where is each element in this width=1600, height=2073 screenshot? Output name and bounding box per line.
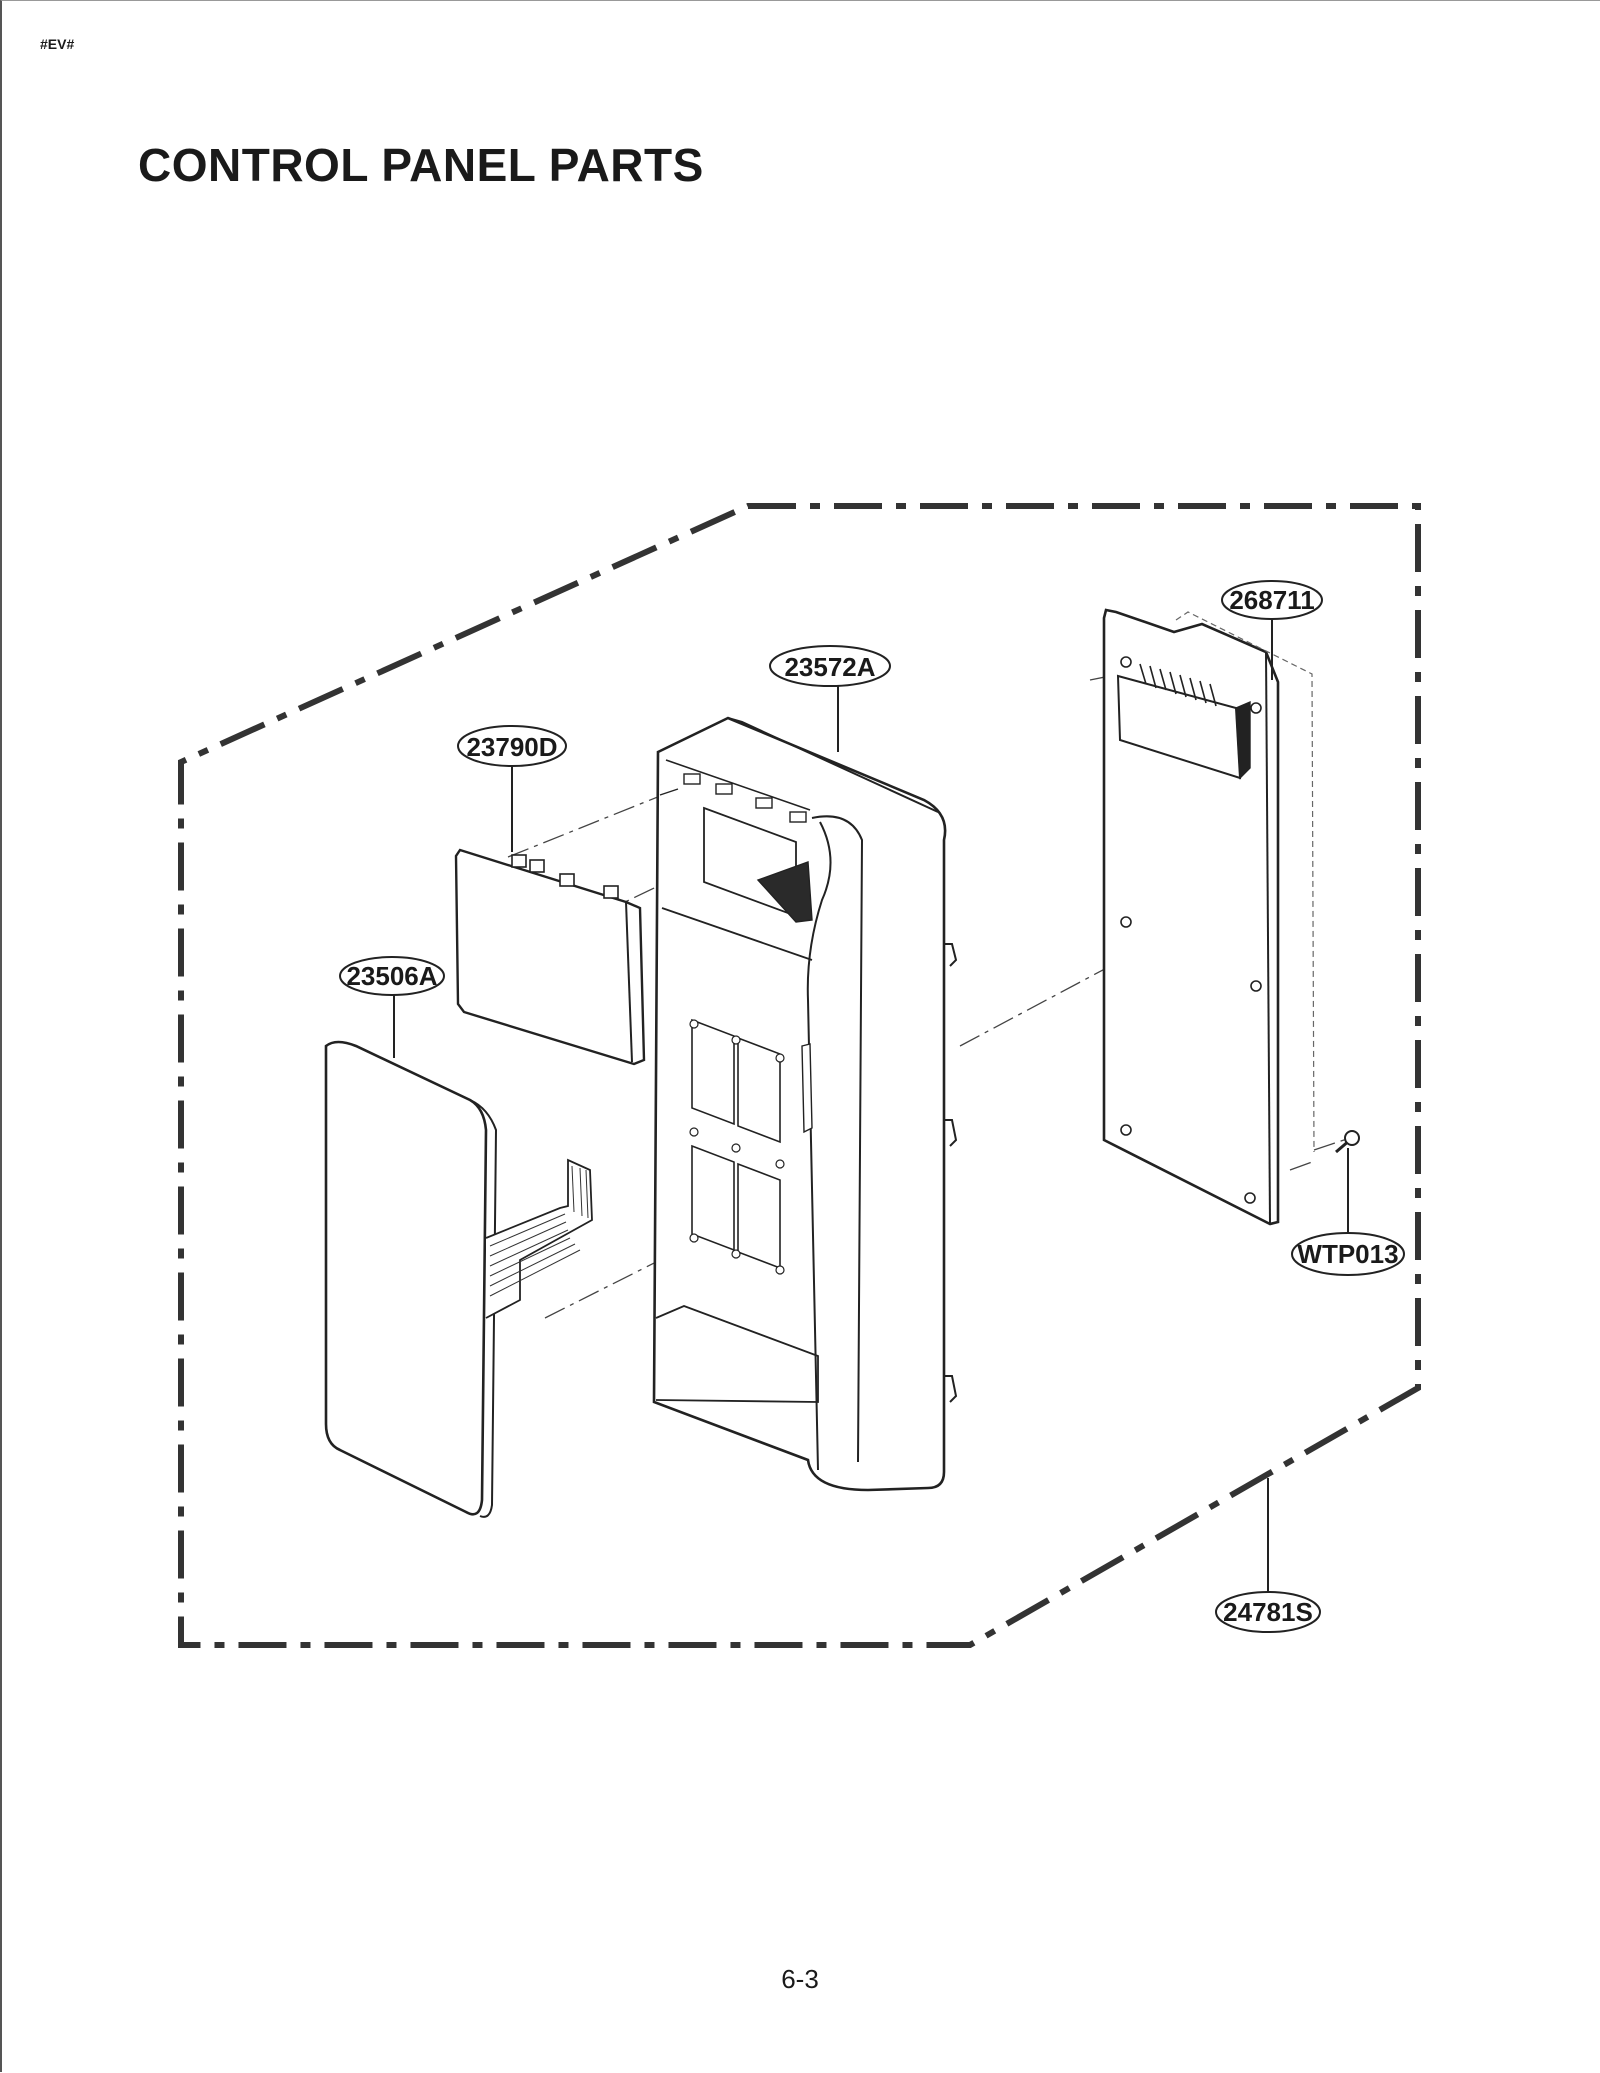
- callout-268711: 268711: [1221, 580, 1323, 620]
- callout-23572a: 23572A: [769, 645, 891, 687]
- callout-label-268711: 268711: [1229, 585, 1314, 615]
- screw-wtp013: [1335, 1130, 1360, 1154]
- module-23790d: [454, 848, 646, 1066]
- leader-lines: [393, 618, 1349, 1594]
- callout-label-23506a: 23506A: [346, 961, 437, 991]
- pcb-268711: [1102, 608, 1315, 1226]
- callout-label-23790d: 23790D: [466, 732, 557, 762]
- callout-wtp013: WTP013: [1291, 1232, 1405, 1276]
- callout-24781s: 24781S: [1215, 1591, 1321, 1633]
- callout-label-24781s: 24781S: [1223, 1597, 1313, 1627]
- front-cover-panel-23506a: [324, 1040, 593, 1518]
- page-title: CONTROL PANEL PARTS: [138, 139, 704, 191]
- doc-tag: #EV#: [40, 36, 75, 52]
- page-number: 6-3: [781, 1964, 819, 1994]
- callout-23790d: 23790D: [457, 725, 567, 767]
- callout-23506a: 23506A: [339, 956, 445, 996]
- assembly-boundary: [178, 503, 1421, 1648]
- control-panel-frame-23572a: [652, 716, 958, 1492]
- callout-label-23572a: 23572A: [784, 652, 875, 682]
- callout-label-wtp013: WTP013: [1297, 1239, 1398, 1269]
